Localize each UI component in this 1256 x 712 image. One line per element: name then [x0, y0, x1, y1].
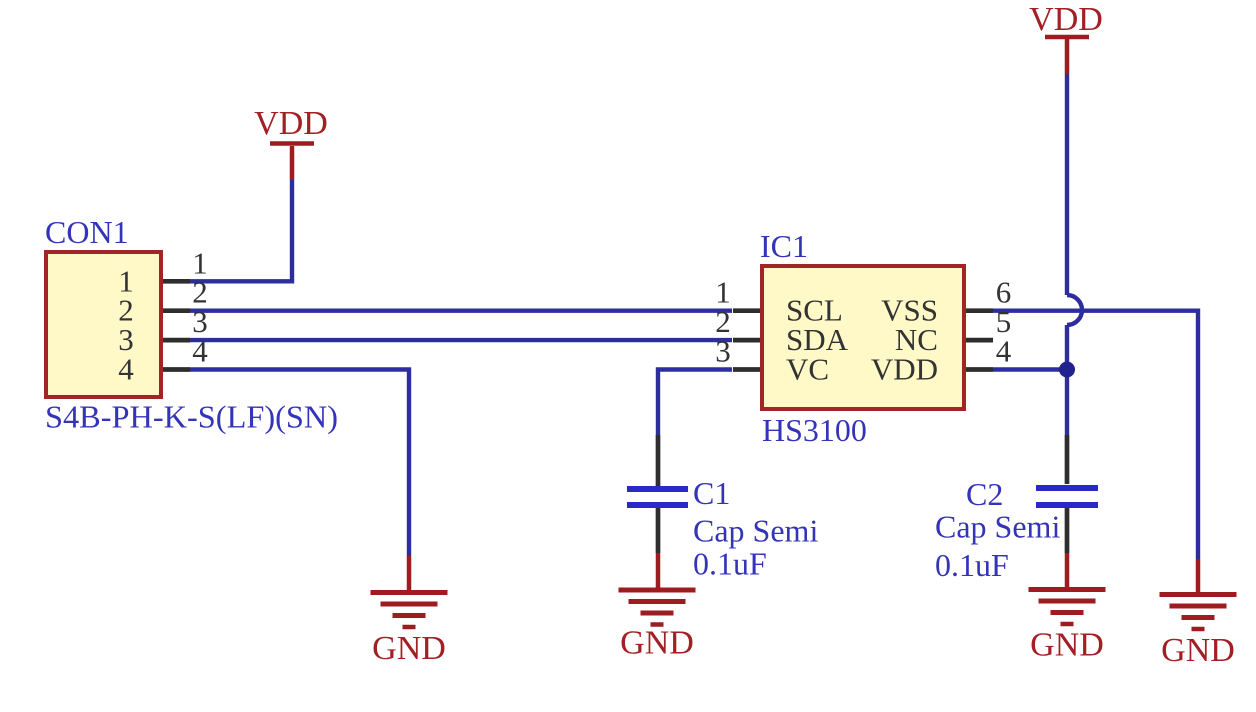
svg-text:4: 4: [118, 352, 134, 387]
svg-text:VDD: VDD: [1029, 1, 1103, 38]
svg-text:1: 1: [192, 245, 208, 280]
svg-text:6: 6: [996, 275, 1012, 310]
svg-text:GND: GND: [1030, 627, 1104, 664]
svg-text:2: 2: [118, 293, 134, 328]
svg-text:VSS: VSS: [881, 293, 938, 328]
svg-text:1: 1: [715, 275, 731, 310]
svg-text:4: 4: [996, 334, 1012, 369]
svg-text:2: 2: [192, 275, 208, 310]
svg-text:0.1uF: 0.1uF: [935, 547, 1009, 583]
svg-text:C2: C2: [966, 476, 1003, 512]
svg-text:SCL: SCL: [786, 293, 843, 328]
svg-text:HS3100: HS3100: [762, 412, 867, 448]
svg-text:Cap Semi: Cap Semi: [693, 513, 818, 549]
svg-text:GND: GND: [620, 625, 694, 662]
svg-text:5: 5: [996, 304, 1012, 339]
svg-text:3: 3: [715, 334, 731, 369]
svg-text:0.1uF: 0.1uF: [693, 546, 767, 582]
svg-text:NC: NC: [895, 322, 938, 357]
svg-text:IC1: IC1: [760, 228, 808, 264]
svg-text:3: 3: [192, 304, 208, 339]
svg-text:Cap Semi: Cap Semi: [935, 509, 1060, 545]
svg-text:C1: C1: [693, 475, 730, 511]
svg-text:VDD: VDD: [254, 105, 328, 142]
svg-text:S4B-PH-K-S(LF)(SN): S4B-PH-K-S(LF)(SN): [45, 399, 338, 435]
svg-text:1: 1: [118, 263, 134, 298]
svg-text:SDA: SDA: [786, 322, 849, 357]
svg-text:3: 3: [118, 322, 134, 357]
svg-text:VC: VC: [786, 352, 829, 387]
svg-text:VDD: VDD: [871, 352, 938, 387]
svg-text:CON1: CON1: [45, 214, 129, 250]
svg-text:4: 4: [192, 334, 208, 369]
svg-text:GND: GND: [372, 630, 446, 667]
svg-text:2: 2: [715, 304, 731, 339]
svg-text:GND: GND: [1161, 632, 1235, 669]
